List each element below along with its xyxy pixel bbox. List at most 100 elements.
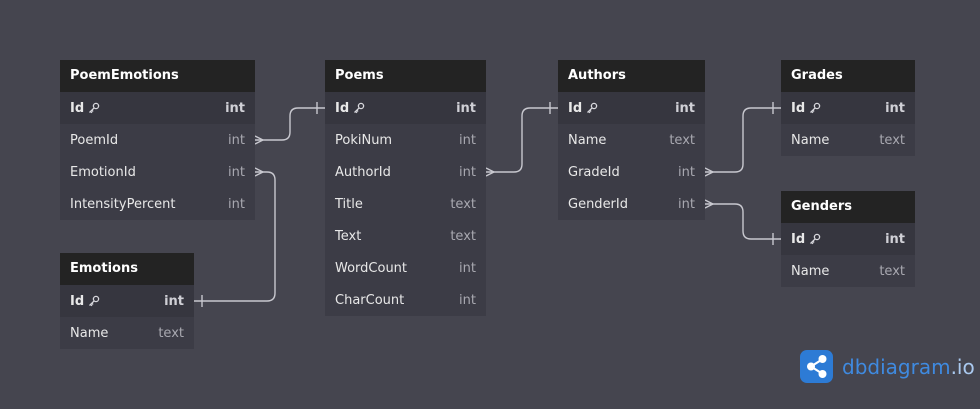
column-name-wrap: Name (568, 133, 606, 148)
column-name: Name (70, 325, 109, 341)
column-name: Id (70, 100, 85, 116)
column-type: int (456, 100, 476, 116)
column-name-wrap: Name (791, 133, 829, 148)
column-row[interactable]: Id int (558, 92, 705, 124)
column-row[interactable]: GradeId int (558, 156, 705, 188)
table-header[interactable]: Genders (781, 191, 915, 223)
brand-watermark[interactable]: dbdiagram.io (800, 350, 975, 383)
relationship-line (705, 203, 781, 240)
column-row[interactable]: Id int (325, 92, 486, 124)
brand-name-tld: .io (950, 354, 975, 379)
brand-name: dbdiagram.io (842, 355, 975, 379)
column-row[interactable]: Title text (325, 188, 486, 220)
column-name-wrap: AuthorId (335, 165, 391, 180)
column-row[interactable]: Text text (325, 220, 486, 252)
many-marker (254, 135, 264, 145)
column-name-wrap: CharCount (335, 293, 404, 308)
table-header[interactable]: Grades (781, 60, 915, 92)
column-row[interactable]: Id int (60, 92, 255, 124)
column-name: GradeId (568, 164, 620, 180)
column-name: WordCount (335, 260, 408, 276)
column-row[interactable]: PoemId int (60, 124, 255, 156)
table-header[interactable]: PoemEmotions (60, 60, 255, 92)
column-type: text (450, 228, 476, 244)
column-name-wrap: WordCount (335, 261, 407, 276)
column-name-wrap: Id (568, 101, 598, 116)
column-name: Id (70, 293, 85, 309)
column-name-wrap: Name (791, 264, 829, 279)
column-name-wrap: Title (335, 197, 363, 212)
column-row[interactable]: PokiNum int (325, 124, 486, 156)
column-name: Text (335, 228, 362, 244)
column-name: GenderId (568, 196, 628, 212)
column-type: int (675, 100, 695, 116)
column-row[interactable]: Name text (781, 124, 915, 156)
column-row[interactable]: AuthorId int (325, 156, 486, 188)
column-type: text (879, 263, 905, 279)
column-name-wrap: GenderId (568, 197, 628, 212)
key-icon (88, 295, 100, 307)
column-name-wrap: GradeId (568, 165, 620, 180)
column-row[interactable]: Id int (60, 285, 194, 317)
column-row[interactable]: CharCount int (325, 284, 486, 316)
column-name-wrap: Id (335, 101, 365, 116)
column-type: int (459, 164, 476, 180)
column-name-wrap: PokiNum (335, 133, 392, 148)
column-name: PoemId (70, 132, 119, 148)
column-row[interactable]: Name text (781, 255, 915, 287)
column-name: Name (568, 132, 607, 148)
column-name-wrap: Id (70, 101, 100, 116)
table-header[interactable]: Poems (325, 60, 486, 92)
share-nodes-icon (800, 350, 833, 383)
column-type: int (459, 132, 476, 148)
brand-name-main: dbdiagram (842, 354, 951, 379)
many-marker (704, 199, 714, 209)
column-row[interactable]: Name text (60, 317, 194, 349)
column-type: int (678, 164, 695, 180)
column-type: text (158, 325, 184, 341)
column-type: text (879, 132, 905, 148)
column-type: int (225, 100, 245, 116)
relationship-line (255, 107, 325, 141)
column-type: int (459, 260, 476, 276)
column-name: Id (791, 231, 806, 247)
key-icon (809, 233, 821, 245)
column-name-wrap: Name (70, 326, 108, 341)
column-name: IntensityPercent (70, 196, 176, 212)
column-name: Id (791, 100, 806, 116)
column-type: int (678, 196, 695, 212)
key-icon (88, 102, 100, 114)
column-name-wrap: Id (791, 232, 821, 247)
key-icon (809, 102, 821, 114)
column-name: AuthorId (335, 164, 391, 180)
relationship-line (705, 107, 781, 173)
column-row[interactable]: Id int (781, 92, 915, 124)
column-row[interactable]: WordCount int (325, 252, 486, 284)
column-type: int (885, 100, 905, 116)
column-name: Title (335, 196, 363, 212)
column-type: int (228, 132, 245, 148)
relationship-line (486, 107, 558, 173)
column-row[interactable]: GenderId int (558, 188, 705, 220)
table-header[interactable]: Authors (558, 60, 705, 92)
column-type: text (450, 196, 476, 212)
column-name-wrap: IntensityPercent (70, 197, 176, 212)
column-name: CharCount (335, 292, 405, 308)
key-icon (586, 102, 598, 114)
column-name-wrap: Text (335, 229, 361, 244)
table-header[interactable]: Emotions (60, 253, 194, 285)
column-type: int (164, 293, 184, 309)
column-type: int (459, 292, 476, 308)
column-name: PokiNum (335, 132, 393, 148)
many-marker (254, 167, 264, 177)
